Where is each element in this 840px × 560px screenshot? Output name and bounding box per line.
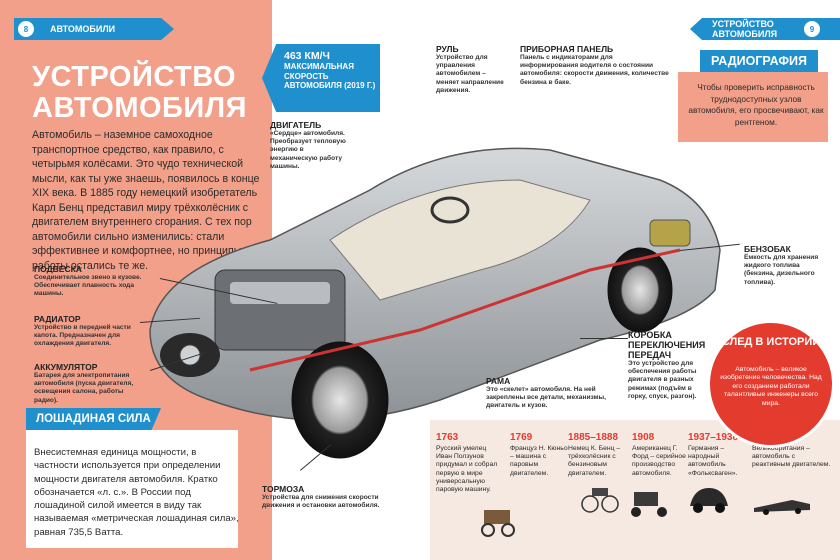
- label-wheel: РУЛЬ Устройство для управления автомобил…: [436, 44, 508, 95]
- ford-model-t-icon: [631, 492, 667, 517]
- label-battery-text: Батарея для электропитания автомобиля (п…: [34, 372, 134, 404]
- speed-callout: 463 КМ/Ч МАКСИМАЛЬНАЯ СКОРОСТЬ АВТОМОБИЛ…: [262, 44, 380, 112]
- label-suspension: ПОДВЕСКА Соединительное звено в кузове. …: [34, 264, 164, 299]
- timeline-item: 1937–1938 Германия – народный автомобиль…: [688, 432, 750, 478]
- emblem-shape: [179, 344, 201, 366]
- label-radiator-text: Устройство в передней части капота. Пред…: [34, 324, 131, 348]
- label-frame-text: Это «скелет» автомобиля. На ней закрепле…: [486, 386, 606, 410]
- label-wheel-text: Устройство для управления автомобилем – …: [436, 54, 504, 94]
- label-brakes: ТОРМОЗА Устройства для снижения скорости…: [262, 484, 412, 510]
- rear-wheel-shape: [607, 247, 673, 333]
- label-gearbox-title: КОРОБКА ПЕРЕКЛЮЧЕНИЯ ПЕРЕДАЧ: [628, 330, 706, 360]
- label-dashboard-text: Панель с индикаторами для информирования…: [520, 54, 669, 86]
- label-battery-title: АККУМУЛЯТОР: [34, 362, 98, 372]
- pointer-line-gearbox: [580, 338, 628, 339]
- label-engine-text: «Сердце» автомобиля. Преобразует теплову…: [270, 130, 346, 170]
- car-cutaway-illustration: [149, 147, 721, 459]
- page-number-left: 8: [18, 21, 34, 37]
- page-number-right: 9: [804, 21, 820, 37]
- intro-text: Автомобиль – наземное самоходное транспо…: [32, 129, 260, 272]
- frame-shape: [249, 248, 681, 372]
- steering-wheel-shape: [430, 196, 470, 224]
- label-wheel-title: РУЛЬ: [436, 44, 459, 54]
- history-circle: [707, 320, 835, 448]
- label-tank-title: БЕНЗОБАК: [744, 244, 791, 254]
- label-gearbox: КОРОБКА ПЕРЕКЛЮЧЕНИЯ ПЕРЕДАЧ Это устройс…: [628, 330, 708, 401]
- header-left: АВТОМОБИЛИ: [14, 18, 174, 40]
- header-right-label: УСТРОЙСТВО АВТОМОБИЛЯ: [712, 19, 778, 39]
- horsepower-heading: Лошадиная сила: [26, 408, 161, 430]
- label-brakes-text: Устройства для снижения скорости движени…: [262, 494, 380, 510]
- label-tank-text: Ёмкость для хранения жидкого топлива (бе…: [744, 254, 819, 286]
- timeline-year: 1763: [436, 432, 459, 443]
- header-left-label: АВТОМОБИЛИ: [50, 24, 116, 34]
- timeline-text: Немец К. Бенц – трёхколёсник с бензиновы…: [568, 445, 621, 477]
- timeline-text: Француз Н. Кюньо – машина с паровым двиг…: [510, 445, 568, 477]
- horsepower-text: Внесистемная единица мощности, в частнос…: [34, 447, 239, 538]
- engine-cover-shape: [230, 282, 330, 304]
- header-right: УСТРОЙСТВО АВТОМОБИЛЯ: [690, 18, 840, 40]
- timeline-year: 1769: [510, 432, 533, 443]
- label-radiator: РАДИАТОР Устройство в передней части кап…: [34, 314, 134, 349]
- label-gearbox-text: Это устройство для обеспечения работы дв…: [628, 360, 697, 400]
- steam-wagon-icon: [481, 510, 515, 537]
- volkswagen-beetle-icon: [690, 488, 728, 513]
- timeline-item: 1885–1888 Немец К. Бенц – трёхколёсник с…: [568, 432, 630, 478]
- car-interior-shape: [329, 179, 591, 301]
- front-wheel-shape: [291, 341, 389, 459]
- fuel-tank-shape: [649, 219, 691, 247]
- label-frame: РАМА Это «скелет» автомобиля. На ней зак…: [486, 376, 626, 411]
- label-engine: ДВИГАТЕЛЬ «Сердце» автомобиля. Преобразу…: [270, 120, 346, 171]
- timeline-text: Русский умелец Иван Ползунов придумал и …: [436, 445, 498, 494]
- jet-car-icon: [754, 500, 810, 515]
- timeline-text: Германия – народный автомобиль «Фольксва…: [688, 445, 738, 477]
- speed-value: 463 КМ/Ч: [284, 50, 330, 62]
- label-suspension-title: ПОДВЕСКА: [34, 264, 82, 274]
- timeline-item: 1908 Американец Г. Форд – серийное произ…: [632, 432, 694, 478]
- timeline-year: 1885–1888: [568, 432, 619, 443]
- history-text: Автомобиль – великое изобретение человеч…: [720, 366, 822, 407]
- horsepower-box: [26, 430, 238, 548]
- label-radiator-title: РАДИАТОР: [34, 314, 81, 324]
- timeline-year: 1908: [632, 432, 655, 443]
- label-battery: АККУМУЛЯТОР Батарея для электропитания а…: [34, 362, 149, 405]
- radiography-box: [678, 72, 828, 142]
- label-dashboard-title: ПРИБОРНАЯ ПАНЕЛЬ: [520, 44, 614, 54]
- label-tank: БЕНЗОБАК Ёмкость для хранения жидкого то…: [744, 244, 822, 287]
- speed-caption: МАКСИМАЛЬНАЯ СКОРОСТЬ АВТОМОБИЛЯ (2019 г…: [284, 62, 376, 90]
- timeline-text: Американец Г. Форд – серийное производст…: [632, 445, 686, 477]
- timeline-item: 1763 Русский умелец Иван Ползунов придум…: [436, 432, 498, 494]
- history-title: След в истории: [721, 336, 821, 348]
- radiography-heading: Радиография: [700, 50, 818, 72]
- page-title: Устройство автомобиля: [32, 61, 247, 124]
- label-brakes-title: ТОРМОЗА: [262, 484, 305, 494]
- label-suspension-text: Соединительное звено в кузове. Обеспечив…: [34, 274, 142, 298]
- timeline-item: 1769 Француз Н. Кюньо – машина с паровым…: [510, 432, 572, 478]
- label-frame-title: РАМА: [486, 376, 511, 386]
- label-dashboard: ПРИБОРНАЯ ПАНЕЛЬ Панель с индикаторами д…: [520, 44, 670, 87]
- tricycle-icon: [581, 488, 619, 513]
- timeline-text: Великобритания – автомобиль с реактивным…: [752, 445, 831, 469]
- label-engine-title: ДВИГАТЕЛЬ: [270, 120, 322, 130]
- timeline-year: 1937–1938: [688, 432, 739, 443]
- radiography-text: Чтобы проверить исправность труднодоступ…: [688, 82, 824, 127]
